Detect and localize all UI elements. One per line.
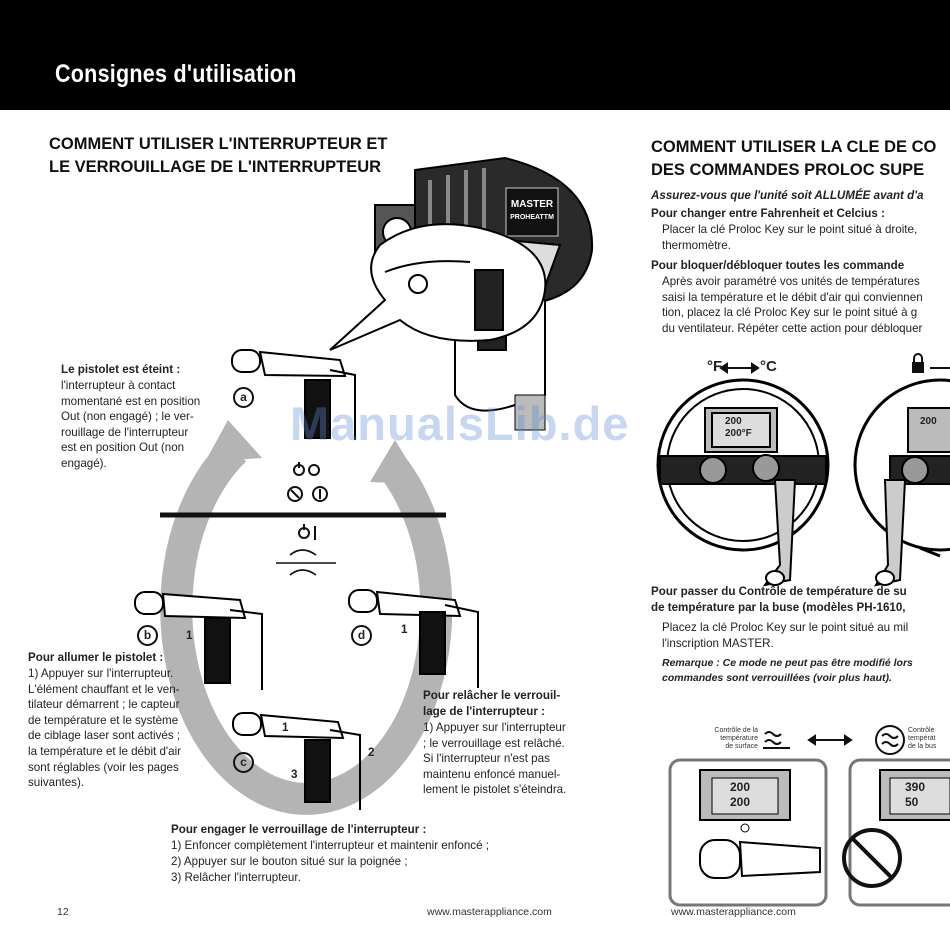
- gun-state-c: [232, 712, 361, 810]
- right-heading-line1: COMMENT UTILISER LA CLE DE CO: [651, 138, 937, 156]
- display2-top: 200: [920, 416, 937, 427]
- left-heading-line2: LE VERROUILLAGE DE L'INTERRUPTEUR: [49, 158, 382, 176]
- display1-bottom: 200°F: [725, 428, 752, 439]
- section1-title: Pour changer entre Fahrenheit et Celcius…: [651, 207, 885, 220]
- step-number-c1: 1: [282, 721, 289, 734]
- section1-body: Placer la clé Proloc Key sur le point si…: [662, 223, 918, 252]
- section2-body: Après avoir paramétré vos unités de temp…: [662, 275, 923, 335]
- surface-heat-icon: [763, 731, 790, 749]
- state-a-body: l'interrupteur à contact momentané est e…: [61, 379, 201, 470]
- state-a-title: Le pistolet est éteint :: [61, 363, 181, 376]
- surface-control-label: Contrôle de la température de surface: [714, 727, 758, 750]
- control-panel-1: [656, 378, 830, 587]
- section3-body: Placez la clé Proloc Key sur le point si…: [662, 621, 909, 650]
- power-off-icon: [293, 462, 320, 476]
- fan-heat-icons: [287, 486, 328, 502]
- state-d-title-2: lage de l'interrupteur :: [423, 705, 545, 718]
- state-c-title: Pour engager le verrouillage de l'interr…: [171, 823, 427, 836]
- left-footer-url: www.masterappliance.com: [427, 906, 552, 918]
- power-on-icon: [298, 524, 316, 540]
- page-number: 12: [57, 906, 69, 918]
- svg-text:MASTER: MASTER: [511, 199, 554, 210]
- section3-title-1: Pour passer du Contrôle de température d…: [651, 585, 907, 598]
- remark: Remarque : Ce mode ne peut pas être modi…: [662, 657, 913, 684]
- state-c-step-3: 3) Relâcher l'interrupteur.: [171, 871, 301, 884]
- badge-d: d: [351, 625, 372, 646]
- page-title: Consignes d'utilisation: [55, 60, 297, 88]
- state-d-body: 1) Appuyer sur l'interrupteur ; le verro…: [423, 721, 567, 797]
- gun-state-a: [231, 349, 356, 440]
- section2-title: Pour bloquer/débloquer toutes les comman…: [651, 259, 905, 272]
- mode-box-nozzle: [842, 758, 950, 907]
- step-number-c2: 2: [368, 746, 375, 759]
- watermark: ManualsLib.de: [290, 397, 630, 450]
- control-panel-2: [853, 378, 950, 587]
- badge-b: b: [137, 625, 158, 646]
- page-header: Consignes d'utilisation: [0, 0, 950, 110]
- mode1-bottom: 200: [730, 795, 751, 809]
- step-number-c3: 3: [291, 768, 298, 781]
- badge-a: a: [233, 387, 254, 408]
- celsius-label: °C: [760, 358, 777, 375]
- lock-icon: [912, 353, 950, 373]
- fahrenheit-label: °F: [707, 358, 723, 375]
- mode-switch-arrow-icon: [807, 734, 853, 746]
- adjust-icons: [276, 549, 336, 576]
- state-b-body: 1) Appuyer sur l'interrupteur. L'élément…: [28, 667, 182, 790]
- badge-c: c: [233, 752, 254, 773]
- display1-top: 200: [725, 416, 742, 427]
- fahrenheit-celsius-arrow-icon: [719, 362, 760, 374]
- mode-box-surface: [668, 758, 828, 907]
- state-b-title: Pour allumer le pistolet :: [28, 651, 164, 664]
- section3-title-2: de température par la buse (modèles PH-1…: [651, 601, 906, 614]
- state-c-step-2: 2) Appuyer sur le bouton situé sur la po…: [171, 855, 408, 868]
- power-on-note: Assurez-vous que l'unité soit ALLUMÉE av…: [651, 189, 924, 202]
- right-heading-line2: DES COMMANDES PROLOC SUPE: [651, 161, 925, 179]
- step-number-b1: 1: [186, 629, 193, 642]
- nozzle-heat-icon: [875, 725, 905, 755]
- svg-text:PROHEATTM: PROHEATTM: [510, 214, 554, 221]
- nozzle-control-label: Contrôle températ de la bus: [908, 727, 937, 750]
- mode2-top: 390: [905, 780, 926, 794]
- mode1-top: 200: [730, 780, 751, 794]
- state-c-step-1: 1) Enfoncer complètement l'interrupteur …: [171, 839, 489, 852]
- gun-state-b: [134, 591, 263, 690]
- left-heading-line1: COMMENT UTILISER L'INTERRUPTEUR ET: [49, 135, 388, 153]
- state-d-title-1: Pour relâcher le verrouil-: [423, 689, 561, 702]
- step-number-d1: 1: [401, 623, 408, 636]
- gun-state-d: [348, 589, 479, 688]
- mode2-bottom: 50: [905, 795, 919, 809]
- heat-gun-illustration: MASTER PROHEATTM: [329, 156, 594, 431]
- right-footer-url: www.masterappliance.com: [671, 906, 796, 918]
